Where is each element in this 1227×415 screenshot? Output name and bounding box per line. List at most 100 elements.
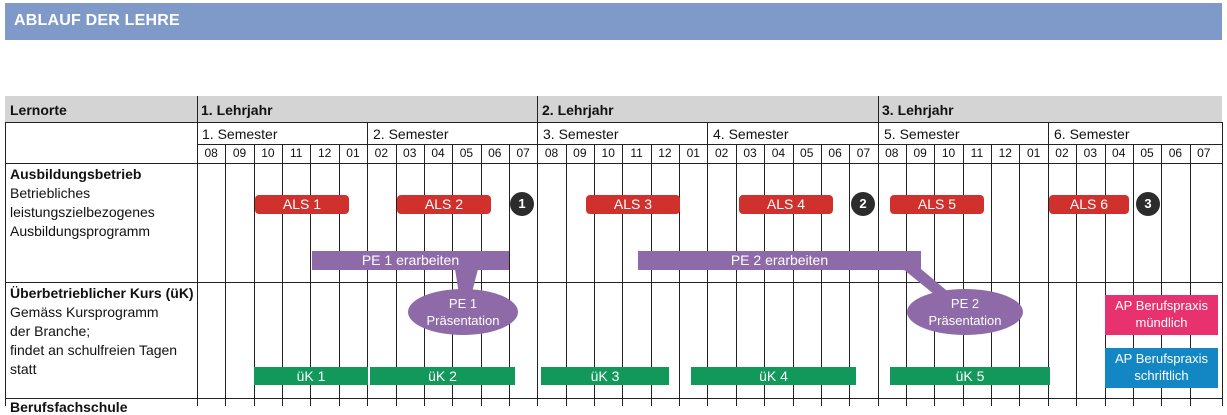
pe-connectors bbox=[455, 269, 952, 300]
pe-2-presentation: PE 2 Präsentation bbox=[907, 289, 1023, 335]
month-cell: 07 bbox=[1197, 146, 1211, 160]
grid-line-v bbox=[793, 144, 794, 406]
milestone-badge-3: 3 bbox=[1136, 192, 1160, 216]
uek-4-bar: üK 4 bbox=[691, 367, 856, 385]
pe-1-presentation-line2: Präsentation bbox=[426, 313, 500, 328]
lernorte-header: Lernorte bbox=[10, 102, 67, 118]
month-cell: 04 bbox=[431, 146, 445, 160]
row-uek-heading: Überbetrieblicher Kurs (üK) bbox=[10, 285, 194, 301]
grid-line-v bbox=[736, 144, 737, 406]
pe-1-presentation-line1: PE 1 bbox=[448, 296, 478, 311]
pe-2-presentation-line2: Präsentation bbox=[928, 313, 1002, 328]
month-cell: 11 bbox=[630, 146, 643, 160]
month-cell: 12 bbox=[998, 146, 1012, 160]
month-cell: 03 bbox=[403, 146, 417, 160]
grid-line-h bbox=[197, 144, 1222, 145]
grid-line-v bbox=[310, 144, 311, 406]
grid-line-v bbox=[339, 144, 340, 406]
month-cell: 12 bbox=[658, 146, 672, 160]
grid-line-v bbox=[254, 144, 255, 406]
grid-line-v bbox=[1190, 144, 1191, 406]
semester-header-1: 1. Semester bbox=[202, 126, 278, 142]
grid-line-v bbox=[764, 144, 765, 406]
header-row-background bbox=[5, 96, 1222, 122]
month-cell: 05 bbox=[800, 146, 814, 160]
grid-line-v bbox=[1222, 122, 1223, 406]
month-cell: 01 bbox=[686, 146, 700, 160]
semester-header-6: 6. Semester bbox=[1054, 126, 1130, 142]
als-5-pill: ALS 5 bbox=[890, 195, 984, 214]
year-header-1: 1. Lehrjahr bbox=[201, 102, 273, 118]
month-cell: 06 bbox=[828, 146, 842, 160]
row-uek-line: der Branche; bbox=[10, 323, 91, 339]
row-uek-line: findet an schulfreien Tagen bbox=[10, 342, 178, 358]
grid-line-v bbox=[452, 144, 453, 406]
month-cell: 04 bbox=[771, 146, 786, 160]
grid-line-h bbox=[5, 398, 1222, 399]
grid-line-v bbox=[821, 144, 822, 406]
semester-header-2: 2. Semester bbox=[373, 126, 449, 142]
row-betrieb-label: Ausbildungsbetrieb Betriebliches leistun… bbox=[10, 165, 155, 241]
grid-line-v bbox=[594, 144, 595, 406]
year-header-3: 3. Lehrjahr bbox=[882, 102, 954, 118]
month-cell: 07 bbox=[856, 146, 871, 160]
als-1-pill: ALS 1 bbox=[255, 195, 349, 214]
grid-line-v bbox=[1076, 144, 1077, 406]
grid-line-h bbox=[5, 163, 1222, 164]
row-betrieb-line: Betriebliches bbox=[10, 185, 91, 201]
grid-line-v bbox=[225, 144, 226, 406]
month-cell: 01 bbox=[346, 146, 360, 160]
grid-line-h bbox=[5, 122, 1222, 123]
grid-line-v bbox=[1133, 144, 1134, 406]
month-cell: 08 bbox=[885, 146, 899, 160]
uek-5-bar: üK 5 bbox=[890, 367, 1050, 385]
ap-oral-line2: mündlich bbox=[1135, 315, 1188, 330]
month-cell: 09 bbox=[573, 146, 587, 160]
month-cell: 04 bbox=[1112, 146, 1126, 160]
als-4-pill: ALS 4 bbox=[739, 195, 833, 214]
month-cell: 11 bbox=[970, 146, 984, 160]
grid-line-v bbox=[906, 144, 907, 406]
semester-header-5: 5. Semester bbox=[884, 126, 960, 142]
grid-line-h bbox=[5, 282, 1222, 283]
month-cell: 05 bbox=[1140, 146, 1154, 160]
month-cell: 06 bbox=[1168, 146, 1183, 160]
month-cell: 08 bbox=[544, 146, 559, 160]
uek-1-bar: üK 1 bbox=[254, 367, 368, 385]
ap-oral-line1: AP Berufspraxis bbox=[1115, 298, 1208, 313]
month-cell: 08 bbox=[204, 146, 218, 160]
pe-2-presentation-line1: PE 2 bbox=[950, 296, 980, 311]
grid-line-v bbox=[963, 144, 964, 406]
month-cell: 05 bbox=[459, 146, 474, 160]
month-cell: 06 bbox=[488, 146, 502, 160]
grid-line-v bbox=[1019, 144, 1020, 406]
ap-written-box: AP Berufspraxis schriftlich bbox=[1105, 348, 1218, 388]
row-betrieb-heading: Ausbildungsbetrieb bbox=[10, 166, 142, 182]
month-cell: 02 bbox=[1055, 146, 1069, 160]
als-2-pill: ALS 2 bbox=[397, 195, 491, 214]
grid-line-v bbox=[991, 144, 992, 406]
uek-3-bar: üK 3 bbox=[541, 367, 669, 385]
grid-line-v bbox=[1161, 144, 1162, 406]
row-uek-label: Überbetrieblicher Kurs (üK) Gemäss Kursp… bbox=[10, 284, 194, 379]
page-title: ABLAUF DER LEHRE bbox=[14, 12, 180, 29]
ap-written-line2: schriftlich bbox=[1134, 368, 1189, 383]
title-bar: ABLAUF DER LEHRE bbox=[5, 3, 1222, 40]
pe-1-presentation: PE 1 Präsentation bbox=[408, 289, 518, 335]
grid-line-v bbox=[1105, 144, 1106, 406]
grid-line-v bbox=[424, 144, 425, 406]
grid-line-v bbox=[537, 96, 538, 406]
grid-line-v bbox=[509, 144, 510, 406]
row-uek-line: statt bbox=[10, 361, 37, 377]
grid-line-v bbox=[679, 144, 680, 406]
grid-line-v bbox=[1048, 122, 1049, 406]
row-uek-line: Gemäss Kursprogramm bbox=[10, 304, 159, 320]
grid-line-v bbox=[481, 144, 482, 406]
ap-oral-box: AP Berufspraxis mündlich bbox=[1105, 295, 1218, 335]
month-cell: 12 bbox=[317, 146, 332, 160]
als-3-pill: ALS 3 bbox=[586, 195, 680, 214]
month-cell: 03 bbox=[743, 146, 757, 160]
month-cell: 10 bbox=[261, 146, 275, 160]
grid-line-v bbox=[934, 144, 935, 406]
month-cell: 09 bbox=[232, 146, 247, 160]
